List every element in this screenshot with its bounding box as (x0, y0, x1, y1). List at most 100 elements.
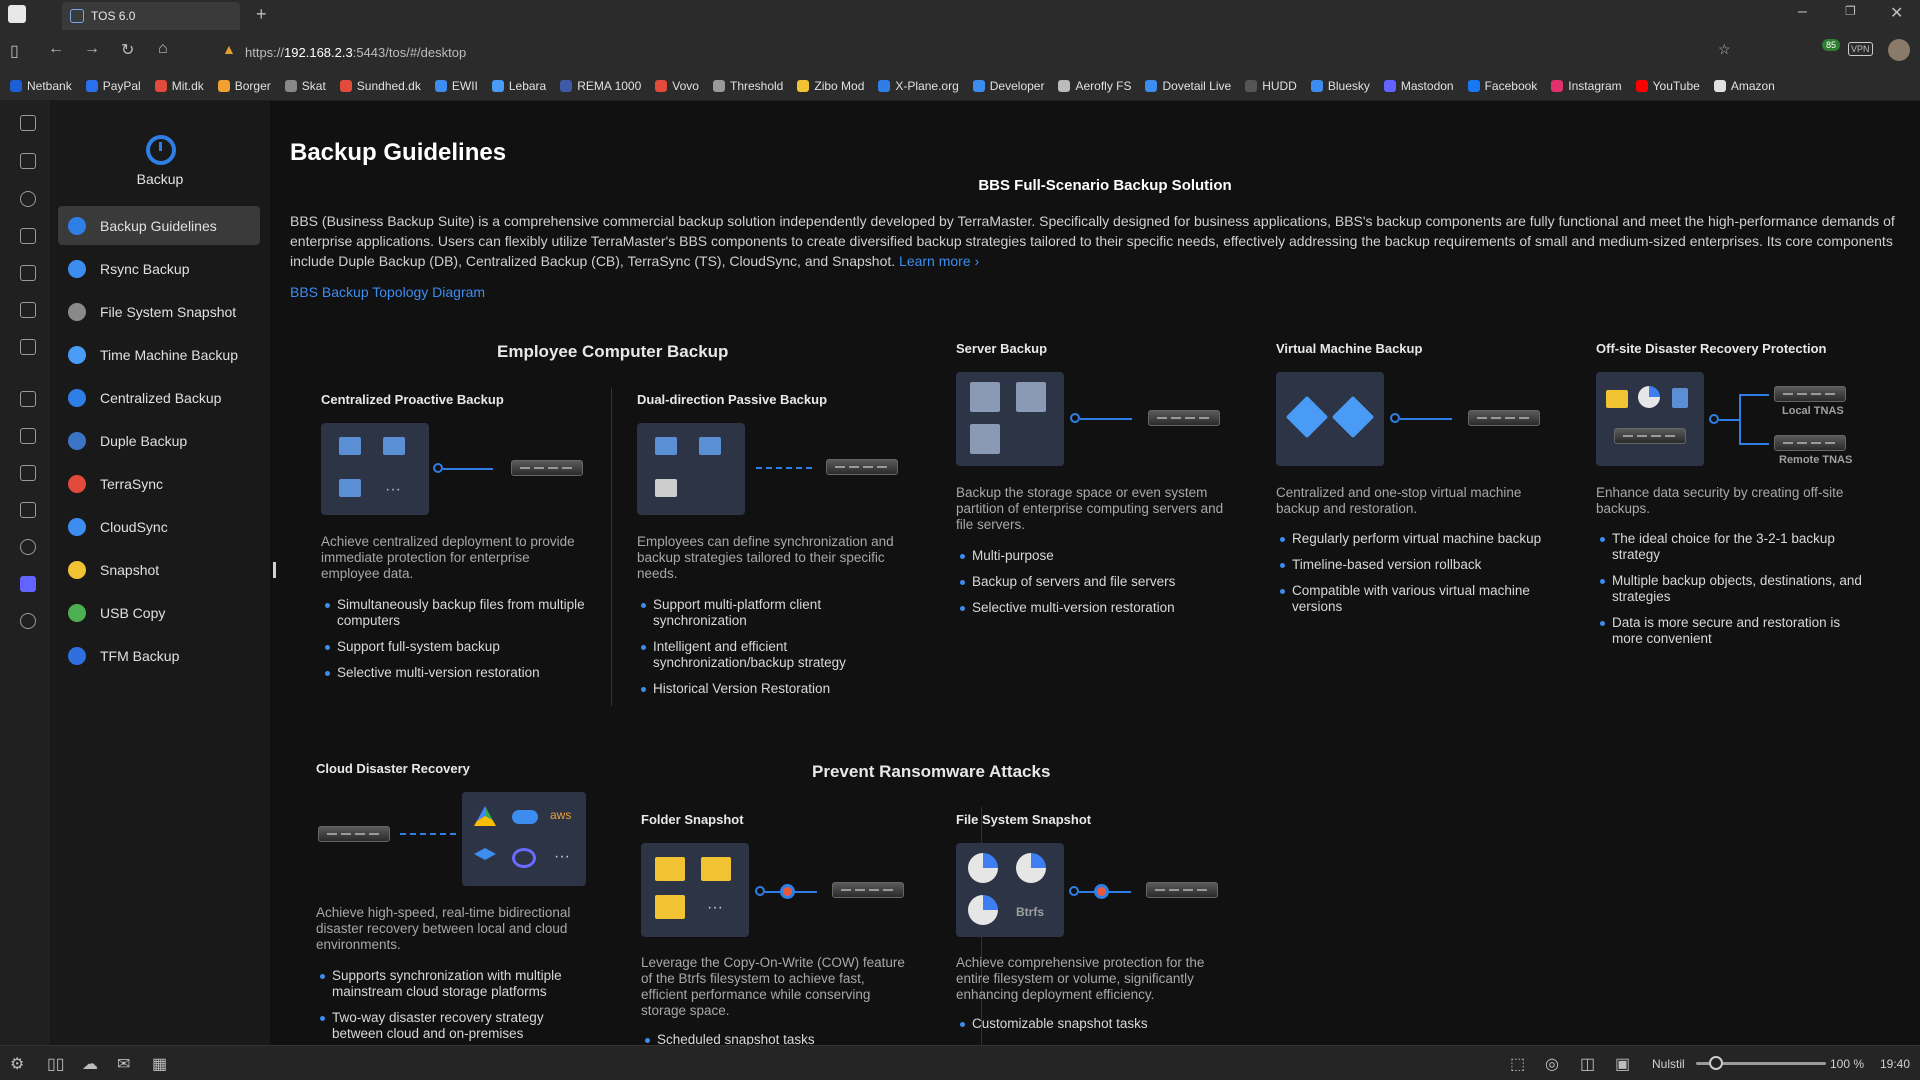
panel-add-icon[interactable] (20, 613, 36, 629)
sidebar-item-terrasync[interactable]: TerraSync (58, 464, 260, 503)
sidebar-item-file-system-snapshot[interactable]: File System Snapshot (58, 292, 260, 331)
bookmark-icon[interactable]: ☆ (1718, 41, 1731, 57)
sidebar-item-usb-copy[interactable]: USB Copy (58, 593, 260, 632)
dual-illustration (637, 423, 745, 515)
bookmark-item[interactable]: Zibo Mod (797, 79, 864, 93)
btrfs-label: Btrfs (1016, 905, 1045, 919)
sidebar-item-cloudsync[interactable]: CloudSync (58, 507, 260, 546)
panel-downloads-icon[interactable] (20, 153, 36, 169)
bookmark-item[interactable]: YouTube (1635, 78, 1700, 93)
maximize-icon[interactable]: ❐ (1845, 4, 1856, 18)
bookmark-label: HUDD (1262, 78, 1297, 93)
bookmark-item[interactable]: Aerofly FS (1058, 79, 1131, 93)
bookmark-item[interactable]: Vovo (655, 79, 699, 93)
bookmark-item[interactable]: Skat (284, 79, 326, 93)
bookmark-item[interactable]: EWII (434, 79, 478, 93)
bookmark-item[interactable]: HUDD (1245, 79, 1297, 93)
bullet-item: Simultaneously backup files from multipl… (325, 597, 585, 629)
panel-tasks-icon[interactable] (20, 502, 36, 518)
bookmark-label: Zibo Mod (814, 78, 865, 93)
back-icon[interactable]: ← (48, 40, 64, 57)
panel-notes-icon[interactable] (20, 228, 36, 244)
panel-translate-icon[interactable] (20, 265, 36, 281)
intro-paragraph: BBS (Business Backup Suite) is a compreh… (290, 211, 1900, 271)
bullet-item: Support full-system backup (325, 639, 585, 655)
panel-window-icon[interactable] (20, 339, 36, 355)
new-tab-icon[interactable]: + (256, 4, 267, 24)
panel-mastodon-icon[interactable] (20, 576, 36, 592)
tile-view-icon[interactable]: ◫ (1580, 1056, 1596, 1073)
sidebar-item-tfm-backup[interactable]: TFM Backup (58, 636, 260, 675)
sidebar-item-duple-backup[interactable]: Duple Backup (58, 421, 260, 460)
panel-calendar-icon[interactable] (20, 465, 36, 481)
settings-gear-icon[interactable]: ⚙ (10, 1056, 25, 1073)
folder-node-icon (755, 886, 765, 896)
close-window-icon[interactable]: ✕ (1890, 5, 1904, 22)
bookmark-item[interactable]: Mit.dk (154, 79, 204, 93)
sidebar-item-icon (68, 345, 86, 364)
bookmark-item[interactable]: Bluesky (1310, 79, 1370, 93)
bookmark-item[interactable]: Mastodon (1383, 79, 1454, 93)
bookmark-item[interactable]: X-Plane.org (878, 79, 959, 93)
vpn-icon[interactable]: VPN (1848, 42, 1873, 56)
tiling-icon[interactable]: ▯▯ (47, 1056, 65, 1073)
bookmark-item[interactable]: Sundhed.dk (339, 79, 421, 93)
url-field[interactable]: https://192.168.2.3:5443/tos/#/desktop (245, 40, 1745, 64)
bookmark-item[interactable]: Developer (972, 79, 1044, 93)
bookmark-item[interactable]: Borger (217, 79, 271, 93)
minimize-icon[interactable]: – (1798, 3, 1807, 20)
calendar-icon[interactable]: ▦ (152, 1056, 168, 1073)
profile-avatar-icon[interactable] (1888, 39, 1910, 61)
sidebar-item-centralized-backup[interactable]: Centralized Backup (58, 378, 260, 417)
sidebar-item-snapshot[interactable]: Snapshot (58, 550, 260, 589)
panel-bookmarks-icon[interactable] (20, 115, 36, 131)
sidebar-item-label: Snapshot (100, 561, 160, 578)
zoom-slider-knob[interactable] (1709, 1056, 1723, 1070)
bookmark-item[interactable]: Lebara (491, 79, 546, 93)
sidebar-item-time-machine-backup[interactable]: Time Machine Backup (58, 335, 260, 374)
learn-more-link[interactable]: Learn more › (899, 253, 980, 269)
bullet-item: Timeline-based version rollback (1280, 557, 1550, 573)
sidebar-item-label: File System Snapshot (100, 303, 237, 320)
reload-icon[interactable]: ↻ (121, 42, 135, 59)
bullet-item: Multiple backup objects, destinations, a… (1600, 573, 1870, 605)
bookmark-item[interactable]: Dovetail Live (1145, 79, 1231, 93)
vm-desc: Centralized and one-stop virtual machine… (1276, 485, 1522, 516)
page-actions-icon[interactable]: ⬚ (1510, 1056, 1526, 1073)
sidebar-item-rsync-backup[interactable]: Rsync Backup (58, 249, 260, 288)
sidebar-toggle-icon[interactable]: ▯ (10, 43, 19, 60)
capture-icon[interactable]: ◎ (1545, 1056, 1559, 1073)
mail-icon[interactable]: ✉ (117, 1056, 131, 1073)
panel-feeds-icon[interactable] (20, 539, 36, 555)
sidebar-item-backup-guidelines[interactable]: Backup Guidelines (58, 206, 260, 245)
bookmark-label: YouTube (1652, 78, 1700, 93)
panel-history-icon[interactable] (20, 191, 36, 207)
sync-cloud-icon[interactable]: ☁ (82, 1056, 98, 1073)
home-icon[interactable]: ⌂ (158, 40, 168, 57)
bookmark-item[interactable]: Amazon (1713, 79, 1775, 93)
extensions-badge-icon[interactable]: 85 (1822, 39, 1841, 51)
sidebar-item-icon (68, 431, 86, 450)
bookmark-item[interactable]: Netbank (10, 79, 72, 93)
zoom-slider[interactable] (1696, 1056, 1826, 1070)
server-nas-icon (1148, 410, 1220, 426)
browser-menu-icon[interactable] (8, 5, 26, 23)
images-icon[interactable]: ▣ (1615, 1056, 1631, 1073)
panel-contacts-icon[interactable] (20, 428, 36, 444)
bookmark-label: REMA 1000 (577, 78, 642, 93)
bookmark-favicon-icon (560, 79, 573, 92)
panel-mail-icon[interactable] (20, 391, 36, 407)
bookmark-item[interactable]: Threshold (712, 79, 783, 93)
browser-tab[interactable]: TOS 6.0 (62, 2, 240, 30)
topology-diagram-link[interactable]: BBS Backup Topology Diagram (290, 284, 486, 300)
bullet-item: The ideal choice for the 3-2-1 backup st… (1600, 531, 1870, 563)
panel-reading-icon[interactable] (20, 302, 36, 318)
bookmark-item[interactable]: REMA 1000 (560, 79, 641, 93)
sidebar-scrollbar[interactable] (273, 562, 276, 578)
bookmark-item[interactable]: Facebook (1467, 79, 1537, 93)
bookmark-item[interactable]: PayPal (85, 79, 141, 93)
bookmark-item[interactable]: Instagram (1551, 79, 1622, 93)
zoom-reset-label[interactable]: Nulstil (1652, 1057, 1685, 1071)
forward-icon[interactable]: → (84, 40, 100, 57)
